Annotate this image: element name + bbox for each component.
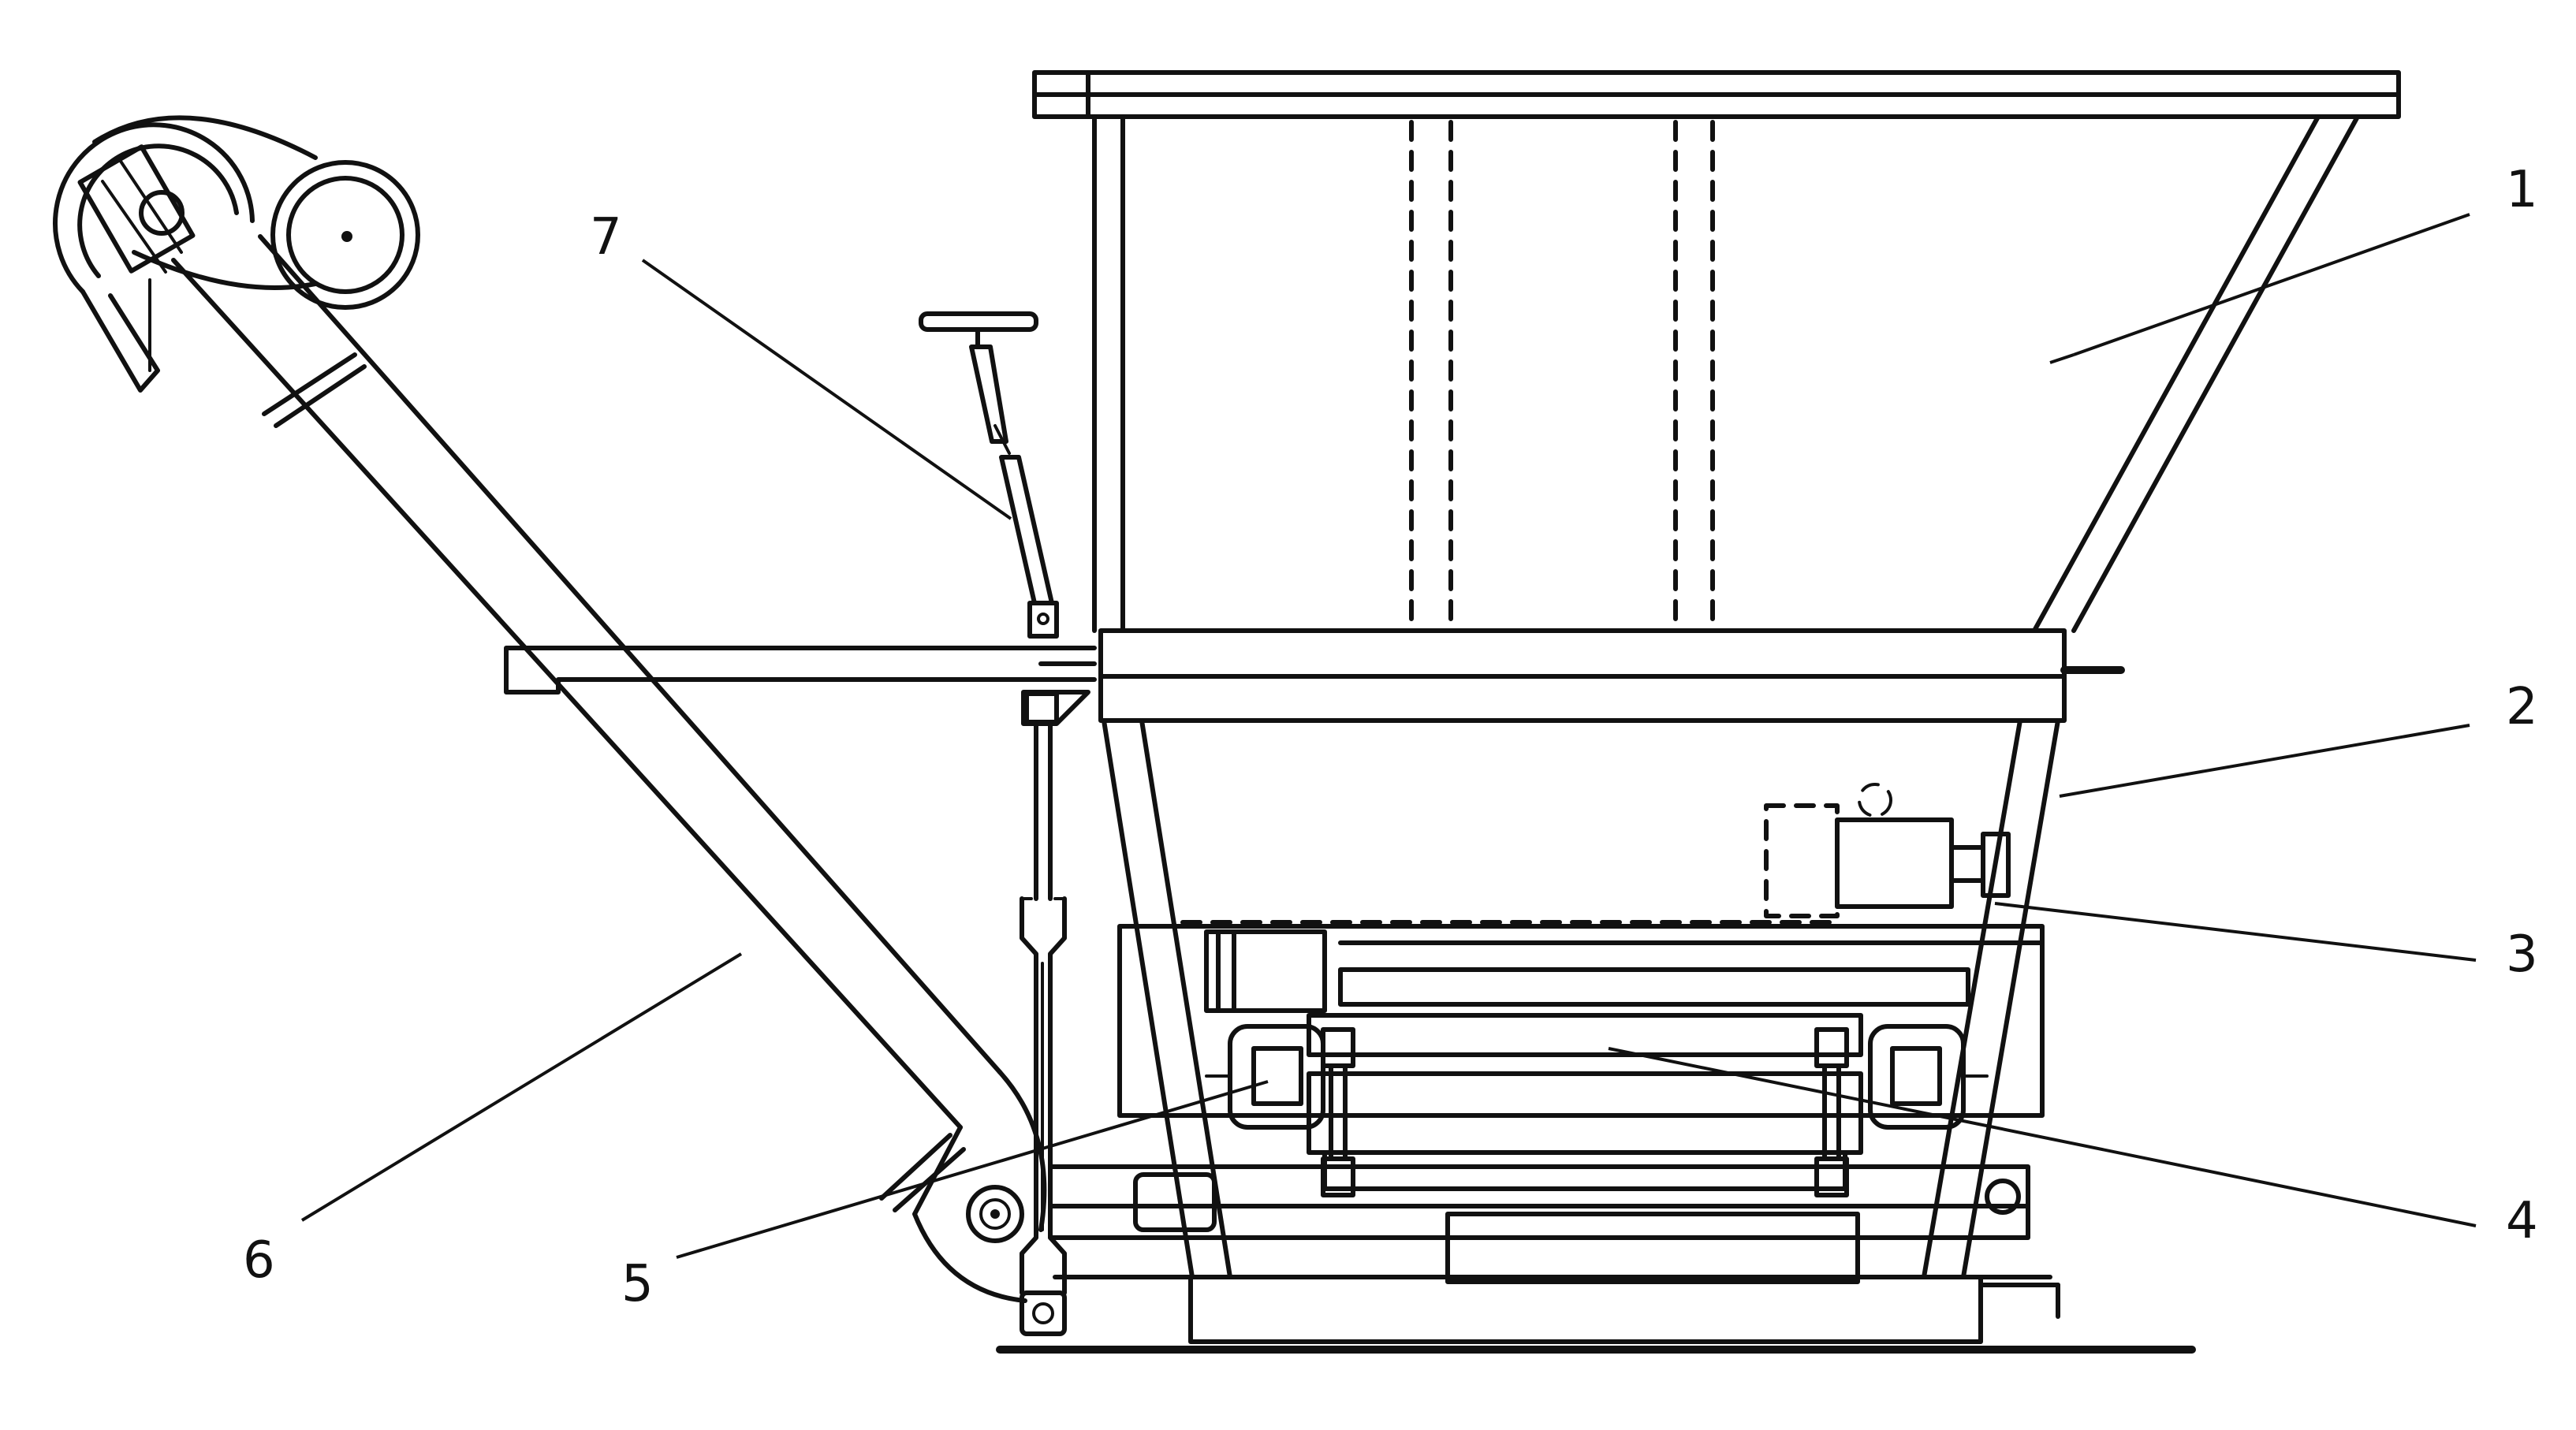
belt-return xyxy=(1322,1150,1847,1191)
leader-lines xyxy=(300,213,2477,1259)
tail-pulley xyxy=(966,1185,1024,1243)
handwheel-bar xyxy=(919,311,1038,332)
callout-5: 5 xyxy=(621,1255,654,1313)
callout-1: 1 xyxy=(2506,161,2538,219)
tail-pulley-shaft xyxy=(990,1209,1000,1219)
rod-break-mark xyxy=(993,424,1011,455)
right-tie-top xyxy=(1814,1027,1849,1068)
motor-flange xyxy=(1981,832,2011,898)
feeder-housing xyxy=(1117,924,2045,1118)
leader-6 xyxy=(300,952,743,1222)
clevis-pin xyxy=(1037,613,1049,625)
handwheel-control-rod xyxy=(919,311,1090,1336)
conveyor-casing-bottom xyxy=(171,258,963,1130)
hopper-right-wall-inner xyxy=(2071,114,2360,633)
rod-bracket-box xyxy=(1024,691,1059,724)
leader-5 xyxy=(676,1080,1269,1259)
hopper-base-beam xyxy=(1098,628,2067,679)
head-shaft xyxy=(139,190,185,236)
leader-2 xyxy=(2059,724,2470,798)
turnbuckle-right xyxy=(1048,896,1067,1295)
inclined-conveyor xyxy=(53,115,1047,1303)
discharge-chute xyxy=(80,289,160,393)
motor-outline-dashed xyxy=(1764,803,1840,918)
casing-joint xyxy=(879,1133,952,1201)
base-skid xyxy=(1188,1275,1983,1344)
callout-4: 4 xyxy=(2506,1192,2538,1250)
casing-joint xyxy=(274,364,367,428)
right-tie-bottom xyxy=(1814,1156,1849,1197)
callouts: 1 2 3 4 5 6 7 xyxy=(243,161,2538,1313)
rod-sleeve xyxy=(999,455,1054,605)
conveyor-casing-top xyxy=(258,234,1002,1074)
casing-joint xyxy=(262,352,357,416)
callout-6: 6 xyxy=(243,1231,275,1290)
callout-2: 2 xyxy=(2506,678,2538,736)
feeder-top-plate xyxy=(1338,967,1970,1007)
callout-3: 3 xyxy=(2506,925,2538,984)
motor-pulley-outer xyxy=(270,160,420,310)
left-tie-bottom xyxy=(1321,1156,1355,1197)
bottom-fork-pin xyxy=(1032,1302,1054,1324)
belt-feeder xyxy=(1117,924,2045,1197)
left-end-drum xyxy=(1204,929,1327,1013)
turnbuckle-left xyxy=(1020,896,1038,1295)
left-tie-top xyxy=(1321,1027,1355,1068)
base-center-block xyxy=(1445,1212,1860,1284)
leader-3 xyxy=(1994,902,2477,962)
bearing-blocks xyxy=(1205,1024,1989,1130)
motor-pulley xyxy=(286,176,404,294)
leader-1-tip xyxy=(2049,353,2075,364)
right-leg-outer xyxy=(1961,718,2060,1279)
bottom-fork xyxy=(1020,1290,1067,1336)
leader-1 xyxy=(2073,213,2470,356)
motor-shaft-coupling xyxy=(1949,845,1985,883)
hopper-support-beam xyxy=(1098,674,2067,723)
right-leg-inner xyxy=(1922,718,2022,1279)
motor-eyebolt xyxy=(1858,783,1892,817)
head-drum-rib xyxy=(101,180,167,274)
casing-joint xyxy=(893,1147,966,1212)
side-platform xyxy=(504,646,1097,695)
left-bearing-insert xyxy=(1251,1046,1303,1106)
head-drum-rib xyxy=(117,156,183,254)
hopper-right-wall xyxy=(2032,114,2321,633)
right-bearing-insert xyxy=(1890,1046,1942,1106)
leader-7 xyxy=(641,259,1012,520)
frame-legs xyxy=(1102,718,2060,1279)
base-right-pin xyxy=(1985,1179,2021,1215)
tail-housing-lower xyxy=(912,1125,1027,1303)
left-leg-outer xyxy=(1102,718,1195,1279)
motor-unit xyxy=(1180,783,2011,925)
belt-upper xyxy=(1307,1013,1863,1057)
hopper xyxy=(1032,70,2401,723)
rod-clevis xyxy=(1027,601,1059,639)
leader-4 xyxy=(1608,1047,2477,1227)
base-middle-rail xyxy=(1048,1204,2030,1240)
platform-arm xyxy=(504,646,1097,695)
upper-rod xyxy=(969,344,1008,444)
base-frame xyxy=(996,1164,2196,1354)
callout-7: 7 xyxy=(590,208,622,266)
motor-pulley-hub xyxy=(341,231,352,242)
tail-housing-upper xyxy=(997,1070,1047,1232)
base-roller-left xyxy=(1133,1172,1217,1232)
drive-belt-top xyxy=(92,115,318,160)
motor-body xyxy=(1835,817,1954,909)
tail-pulley-hub xyxy=(979,1198,1011,1230)
